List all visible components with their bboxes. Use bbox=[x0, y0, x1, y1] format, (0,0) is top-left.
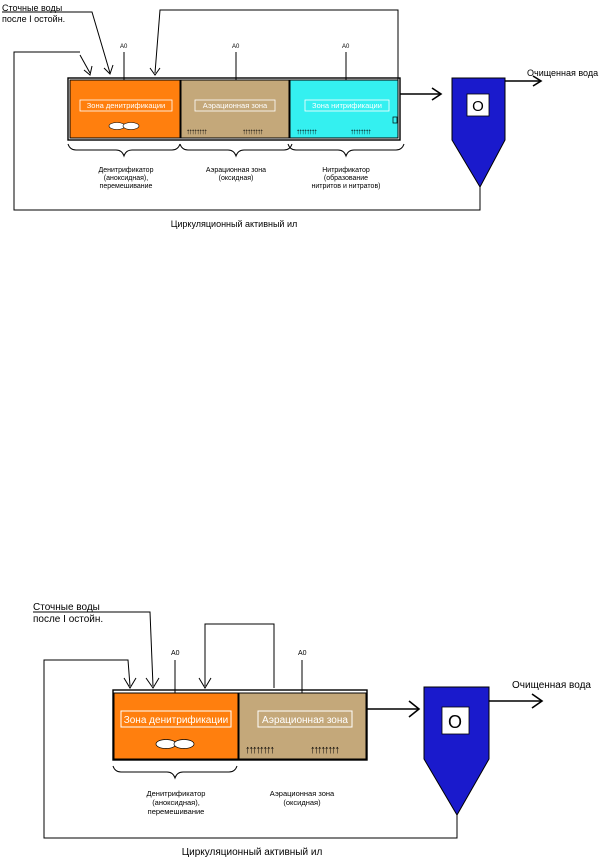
bottom-clarifier bbox=[423, 686, 490, 816]
top-brace-nitr bbox=[287, 143, 405, 158]
diagram-top: Сточные воды после I остойн. А0 А0 А0 Зо… bbox=[2, 3, 598, 229]
top-clarifier bbox=[451, 77, 506, 189]
bottom-effluent-arrow bbox=[531, 693, 544, 709]
top-ao1-label: А0 bbox=[120, 44, 128, 50]
bottom-clarifier-label-box bbox=[441, 706, 470, 735]
top-effluent-label: Очищенная вода bbox=[527, 68, 598, 78]
top-bubbles-b: ↑↑↑↑↑↑↑↑ bbox=[242, 127, 264, 136]
top-caption-denitr-2: (аноксидная), bbox=[104, 175, 148, 182]
bottom-caption-aer-2: (оксидная) bbox=[283, 798, 321, 807]
top-caption-nitr-3: нитритов и нитратов) bbox=[311, 183, 380, 190]
bottom-left-recycle-line bbox=[120, 659, 131, 687]
bottom-zone-aer-label-box bbox=[257, 710, 353, 728]
top-effluent-arrow bbox=[532, 75, 543, 87]
bottom-internal-recycle-arrow bbox=[198, 677, 212, 689]
top-recycle-label: Циркуляционный активный ил bbox=[171, 219, 298, 229]
top-zone-aer-label-box bbox=[194, 99, 276, 112]
top-zone-denitr-label-box bbox=[79, 99, 173, 112]
bottom-bubbles-a: ↑↑↑↑↑↑↑↑ bbox=[245, 744, 275, 756]
bottom-clarifier-label: О bbox=[448, 712, 462, 732]
bottom-zone-denitr-label: Зона денитрификации bbox=[124, 714, 229, 726]
diagram-bottom: Сточные воды после I остойн. А0 А0 Зона … bbox=[33, 602, 591, 858]
top-zone-nitr-label: Зона нитрификации bbox=[312, 101, 382, 110]
bottom-ao1-label: А0 bbox=[171, 650, 180, 657]
top-flask-icon bbox=[392, 116, 398, 124]
bottom-inlet-line bbox=[33, 611, 154, 687]
top-brace-denitr bbox=[67, 143, 181, 158]
top-bubbles-d: ↑↑↑↑↑↑↑↑ bbox=[350, 127, 372, 136]
bottom-wastewater-label-2: после I остойн. bbox=[33, 614, 103, 625]
bottom-bubbles-b: ↑↑↑↑↑↑↑↑ bbox=[310, 744, 340, 756]
bottom-caption-denitr-1: Денитрификатор bbox=[147, 789, 206, 798]
bottom-tank-frame bbox=[112, 689, 368, 761]
top-bubbles-a: ↑↑↑↑↑↑↑↑ bbox=[186, 127, 208, 136]
top-zone-denitr-label: Зона денитрификации bbox=[87, 101, 165, 110]
bottom-mixer-icon bbox=[155, 739, 195, 749]
bottom-internal-recycle-line bbox=[204, 623, 275, 688]
bottom-effluent-label: Очищенная вода bbox=[512, 680, 591, 691]
bottom-recycle-loop bbox=[43, 659, 458, 839]
top-left-recycle-arrow bbox=[83, 65, 93, 76]
bottom-caption-denitr-3: перемешивание bbox=[148, 807, 205, 816]
top-mixer-icon bbox=[108, 122, 140, 130]
top-caption-denitr-1: Денитрификатор bbox=[99, 167, 154, 174]
top-zone-nitr-label-box bbox=[304, 99, 390, 112]
bottom-inlet-arrow bbox=[145, 677, 160, 689]
top-brace-aer bbox=[179, 143, 293, 158]
top-tank-frame bbox=[67, 77, 401, 141]
top-ao3-label: А0 bbox=[342, 44, 350, 50]
top-outlet-arrow bbox=[431, 87, 443, 101]
bottom-caption-aer-1: Аэрационная зона bbox=[270, 789, 335, 798]
bottom-recycle-label: Циркуляционный активный ил bbox=[182, 847, 323, 858]
bottom-outlet-arrow bbox=[408, 700, 421, 718]
top-clarifier-label-box bbox=[466, 93, 490, 117]
top-inlet-line bbox=[2, 11, 111, 74]
top-caption-nitr-2: (образование bbox=[324, 174, 368, 182]
top-zone-aer-label: Аэрационная зона bbox=[203, 101, 268, 110]
bottom-brace-denitr bbox=[112, 765, 238, 780]
top-wastewater-label-2: после I остойн. bbox=[2, 14, 65, 24]
top-internal-recycle-line bbox=[154, 9, 399, 110]
top-zone-nitrification bbox=[289, 79, 399, 139]
bottom-caption-denitr-2: (аноксидная), bbox=[152, 798, 200, 807]
top-wastewater-label-1: Сточные воды bbox=[2, 3, 62, 13]
top-bubbles-c: ↑↑↑↑↑↑↑↑ bbox=[296, 127, 318, 136]
top-caption-aer-1: Аэрационная зона bbox=[206, 167, 266, 174]
bottom-zone-denitrification bbox=[113, 692, 239, 760]
top-clarifier-label: О bbox=[472, 98, 484, 115]
bottom-zone-aeration bbox=[238, 692, 367, 760]
top-ao2-label: А0 bbox=[232, 44, 240, 50]
top-caption-denitr-3: перемешивание bbox=[100, 183, 153, 190]
top-internal-recycle-arrow bbox=[149, 67, 161, 76]
bottom-left-recycle-arrow bbox=[123, 677, 137, 689]
top-caption-nitr-1: Нитрификатор bbox=[322, 167, 370, 174]
top-caption-aer-2: (оксидная) bbox=[219, 175, 254, 182]
top-zone-aeration bbox=[180, 79, 290, 139]
top-recycle-loop bbox=[13, 51, 481, 211]
bottom-zone-aer-label: Аэрационная зона bbox=[262, 715, 348, 726]
bottom-zone-denitr-label-box bbox=[120, 710, 232, 728]
top-left-recycle-line bbox=[79, 54, 91, 74]
top-inlet-arrow bbox=[103, 64, 114, 75]
bottom-wastewater-label-1: Сточные воды bbox=[33, 602, 100, 613]
bottom-ao2-label: А0 bbox=[298, 650, 307, 657]
